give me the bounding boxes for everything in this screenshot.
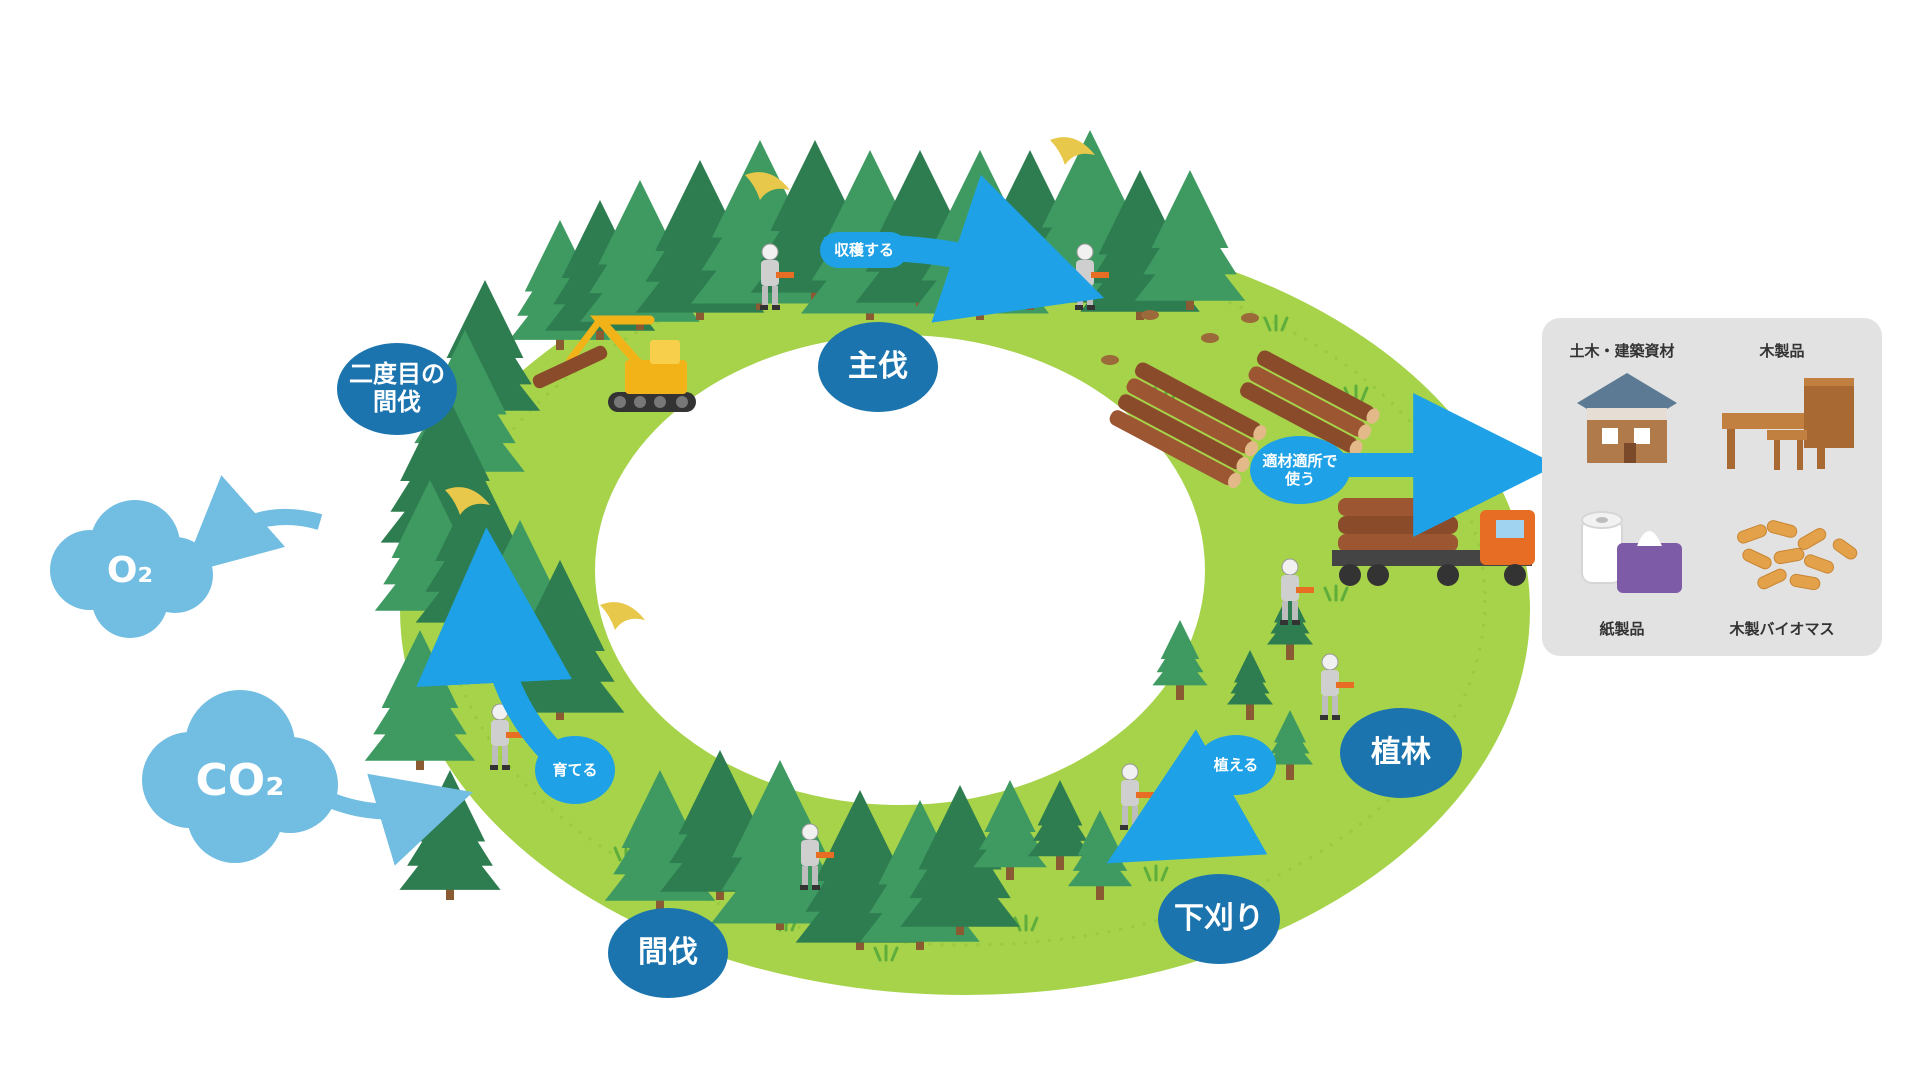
log-pile-left <box>1109 362 1267 489</box>
co2-arrow <box>327 773 473 866</box>
furniture-icon <box>1722 378 1854 470</box>
yellow-birds <box>445 137 1095 630</box>
products-panel: 土木・建築資材 木製品 紙製品 木製バイオマス <box>1542 318 1882 656</box>
wood-biomass-icon <box>1737 520 1858 591</box>
stage-second-thinning: 二度目の間伐 <box>337 343 457 435</box>
stage-main-harvest: 主伐 <box>818 322 938 412</box>
product-civil-building-label: 土木・建築資材 <box>1569 342 1675 360</box>
action-use-material-label: 適材適所で使う <box>1262 452 1338 488</box>
oxygen-cloud <box>50 500 213 638</box>
paper-products-icon <box>1581 511 1682 593</box>
stage-thinning: 間伐 <box>608 908 728 998</box>
forest-worker <box>1280 558 1314 625</box>
forest-worker <box>1320 653 1354 720</box>
forest-worker <box>800 823 834 890</box>
forestry-excavator <box>532 315 696 412</box>
stage-weeding: 下刈り <box>1158 874 1280 964</box>
house-icon <box>1577 373 1677 463</box>
tree <box>1134 170 1246 310</box>
log-pile-right <box>1240 350 1380 456</box>
action-harvest-label: 収穫する <box>833 241 894 259</box>
forest-trees <box>364 130 1313 950</box>
forest-worker <box>760 243 794 310</box>
product-paper-products-label: 紙製品 <box>1599 620 1645 638</box>
tree <box>1027 780 1093 870</box>
product-icons <box>1577 373 1858 593</box>
tree <box>1267 710 1313 780</box>
oxygen-label: O₂ <box>106 549 154 591</box>
stage-planting: 植林 <box>1340 708 1462 798</box>
action-plant-label: 植える <box>1213 756 1259 774</box>
product-wood-products-label: 木製品 <box>1759 342 1805 360</box>
product-wood-biomass-label: 木製バイオマス <box>1729 620 1835 638</box>
action-grow-label: 育てる <box>552 761 598 779</box>
tree-stumps <box>1101 310 1259 365</box>
tree <box>1152 620 1208 700</box>
co2-label: CO₂ <box>195 754 285 806</box>
grow-arrow <box>416 527 573 770</box>
oxygen-arrow <box>181 475 323 575</box>
tree <box>973 780 1047 880</box>
co2-cloud <box>142 690 338 863</box>
tree <box>1227 650 1273 720</box>
